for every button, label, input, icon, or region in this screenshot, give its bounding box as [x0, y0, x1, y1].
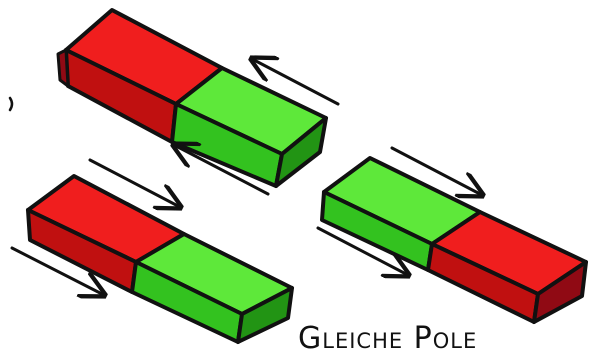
south-pole-top [170, 66, 328, 188]
arrow-bottom-right-upper [390, 146, 480, 194]
stray-mark [8, 96, 14, 112]
magnet-bottom-left [26, 174, 294, 344]
arrow-top-lower [176, 146, 270, 196]
magnet-bottom-right [320, 156, 588, 324]
north-pole-bottom-right [426, 210, 588, 324]
caption-label: Gleiche Pole [298, 321, 478, 356]
arrow-bottom-left-lower [10, 246, 102, 294]
south-pole-bottom-left [130, 232, 294, 344]
arrow-top-upper [254, 60, 340, 106]
arrow-bottom-right-lower [316, 226, 406, 274]
arrow-bottom-left-upper [88, 158, 178, 206]
north-pole-top [56, 8, 224, 144]
magnet-top [56, 8, 328, 188]
